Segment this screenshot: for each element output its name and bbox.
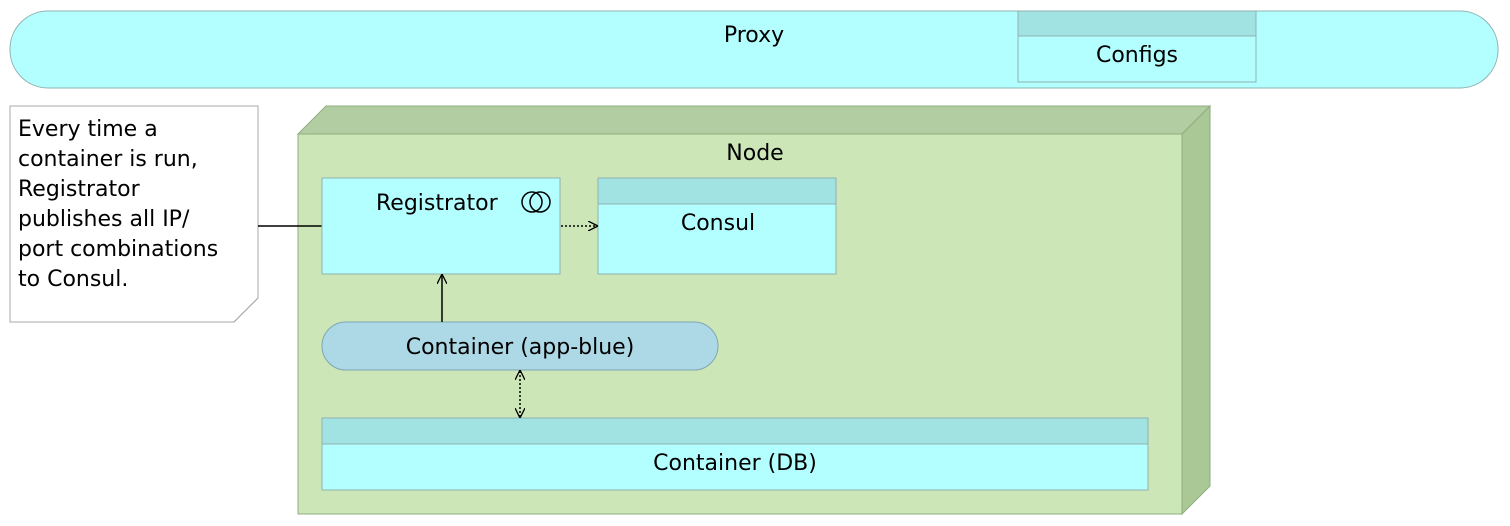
- consul-header: [597, 177, 837, 205]
- note-line: Every time a: [18, 117, 158, 142]
- configs-header: [1017, 10, 1257, 37]
- note-fold: [233, 297, 259, 323]
- note-line: Registrator: [18, 177, 141, 202]
- db-container-header: [321, 417, 1149, 445]
- collaboration-icon: [521, 191, 551, 213]
- consul-component[interactable]: Consul: [597, 177, 837, 275]
- configs-component[interactable]: Configs: [1017, 10, 1257, 83]
- note-line: container is run,: [18, 147, 198, 172]
- db-container-component[interactable]: Container (DB): [321, 417, 1149, 491]
- proxy-label: Proxy: [724, 23, 784, 48]
- node-label: Node: [726, 141, 783, 166]
- note-line: port combinations: [18, 237, 218, 262]
- node-top-face: [296, 105, 1212, 135]
- registrator-label-mask: [506, 186, 518, 218]
- note-line: to Consul.: [18, 267, 128, 292]
- proxy-component[interactable]: Proxy: [9, 10, 1499, 89]
- configs-label: Configs: [1096, 43, 1178, 68]
- note-text: Every time a container is run, Registrat…: [18, 117, 225, 292]
- note: Every time a container is run, Registrat…: [9, 105, 259, 323]
- note-line: publishes all IP/: [18, 207, 190, 232]
- db-container-label: Container (DB): [653, 451, 817, 476]
- node-side-face: [1181, 104, 1211, 516]
- registrator-component[interactable]: Registrator: [321, 177, 561, 275]
- app-container-component[interactable]: Container (app-blue): [321, 321, 719, 371]
- consul-label: Consul: [681, 211, 755, 236]
- registrator-label: Registrator: [376, 191, 499, 216]
- app-container-label: Container (app-blue): [406, 335, 635, 360]
